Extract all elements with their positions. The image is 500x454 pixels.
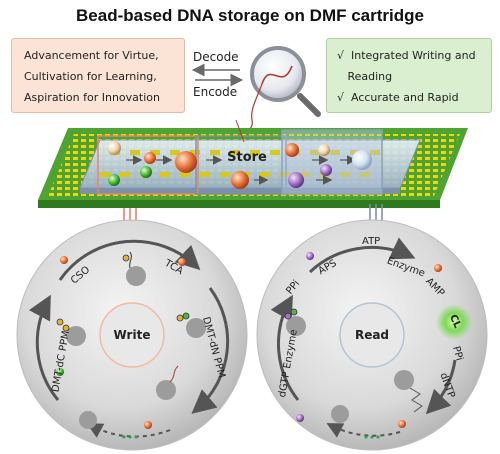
- encode-label: Encode: [193, 85, 238, 99]
- feature-line-2: Reading: [337, 70, 393, 83]
- magnifier-icon: [243, 46, 321, 143]
- motto-line-1: Advancement for Virtue,: [24, 49, 159, 62]
- dmf-cartridge: [38, 119, 468, 208]
- read-center-label: Read: [354, 328, 390, 342]
- write-center-label: Write: [113, 328, 151, 342]
- figure-title: Bead-based DNA storage on DMF cartridge: [76, 6, 424, 25]
- features-box: √ Integrated Writing and Reading √ Accur…: [326, 38, 492, 113]
- motto-line-2: Cultivation for Learning,: [24, 70, 157, 83]
- read-cycle-disc: [256, 219, 488, 451]
- motto-line-3: Aspiration for Innovation: [24, 91, 160, 104]
- feature-line-3: √ Accurate and Rapid: [337, 91, 459, 104]
- motto-box: Advancement for Virtue, Cultivation for …: [11, 38, 185, 113]
- decode-label: Decode: [193, 50, 239, 64]
- write-cycle-disc: [16, 219, 248, 451]
- store-label: Store: [227, 150, 267, 165]
- feature-line-1: √ Integrated Writing and: [337, 49, 476, 62]
- read-label-atp: ATP: [362, 236, 381, 247]
